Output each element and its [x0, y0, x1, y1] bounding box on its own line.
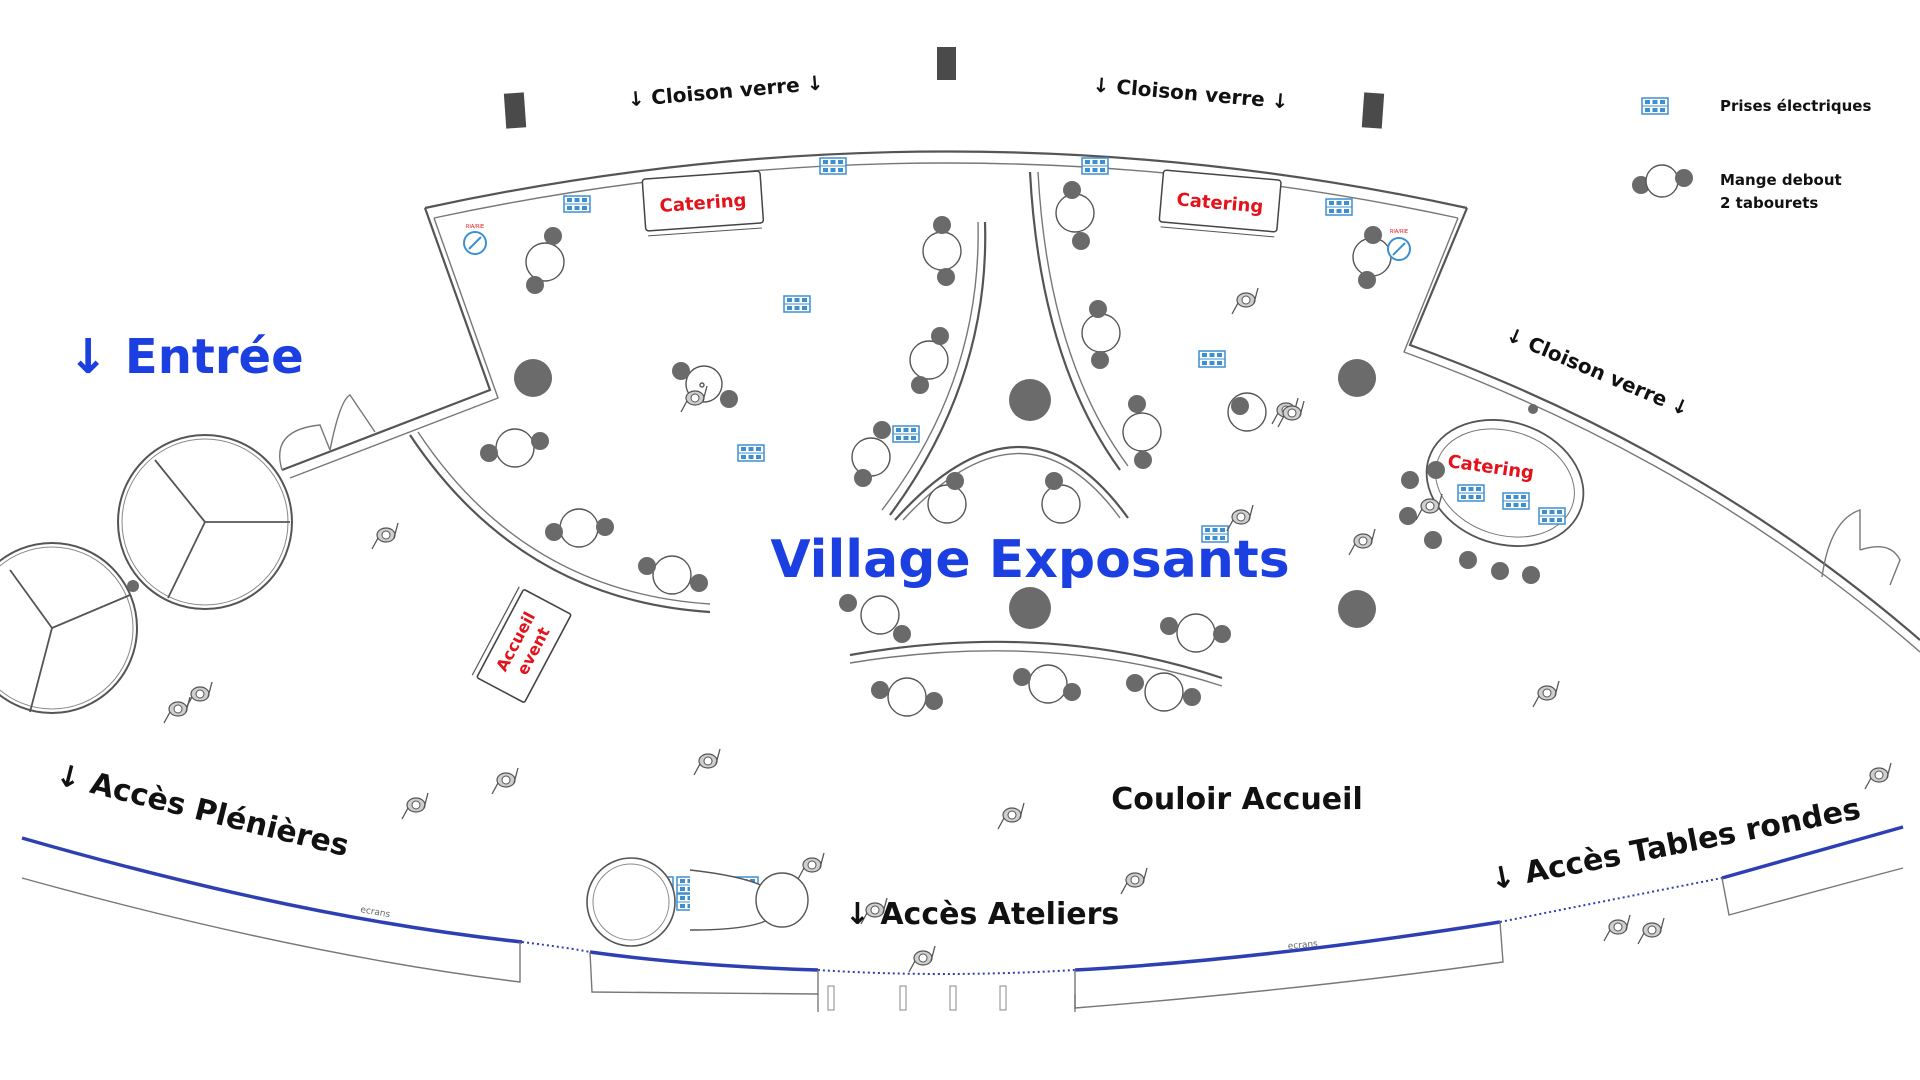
round-table [1338, 359, 1376, 397]
acces-tables-label: ↓ Accès Tables rondes [1487, 792, 1863, 898]
revolving-door [117, 434, 293, 610]
revolving-door [0, 542, 138, 714]
fire-label: RIA/RIE [1390, 229, 1408, 235]
standing-tables [480, 181, 1392, 717]
door-arc [1859, 546, 1901, 586]
door-arc [329, 394, 376, 451]
power-outlet-icon [1641, 97, 1669, 115]
room-walls [281, 150, 1920, 653]
pillar [937, 47, 956, 80]
cloison-label-center: ↓ Cloison verre ↓ [1092, 73, 1290, 114]
door-arc [1821, 509, 1861, 578]
entree-label: ↓ Entrée [68, 329, 304, 385]
ecrans-label-right: ecrans [1287, 939, 1318, 952]
catering-counter-left: Catering [641, 170, 765, 237]
accueil-event-desk: Accueil event [471, 586, 572, 703]
round-table [514, 359, 552, 397]
corridor-boundaries [21, 825, 1904, 1012]
round-table [1009, 587, 1051, 629]
catering-counter-right: Catering [1158, 169, 1282, 238]
couloir-label: Couloir Accueil [1111, 782, 1362, 817]
pillar [503, 92, 527, 129]
acces-plenieres-label: ↓ Accès Plénières [52, 757, 352, 864]
village-label: Village Exposants [770, 530, 1289, 590]
legend: Prises électriques Mange debout 2 tabour… [1632, 97, 1871, 212]
round-table [1009, 379, 1051, 421]
acces-ateliers-label: ↓ Accès Ateliers [845, 897, 1119, 932]
standing-table-icon [1632, 164, 1693, 198]
fire-extinguisher-icon: RIA/RIE [463, 224, 487, 255]
curved-partitions [409, 171, 1223, 687]
legend-mange-line1: Mange debout [1720, 171, 1842, 189]
legend-mange-line2: 2 tabourets [1720, 194, 1818, 212]
round-table [1338, 590, 1376, 628]
pillar [1361, 92, 1385, 129]
fire-label: RIA/RIE [466, 224, 484, 230]
cloison-label-left: ↓ Cloison verre ↓ [627, 71, 825, 112]
door-arc [279, 424, 331, 471]
oval-stools [1399, 461, 1540, 584]
atelier-kiosk [586, 857, 809, 947]
legend-plug-label: Prises électriques [1720, 97, 1871, 115]
fire-extinguisher-icon: RIA/RIE [1387, 229, 1411, 261]
